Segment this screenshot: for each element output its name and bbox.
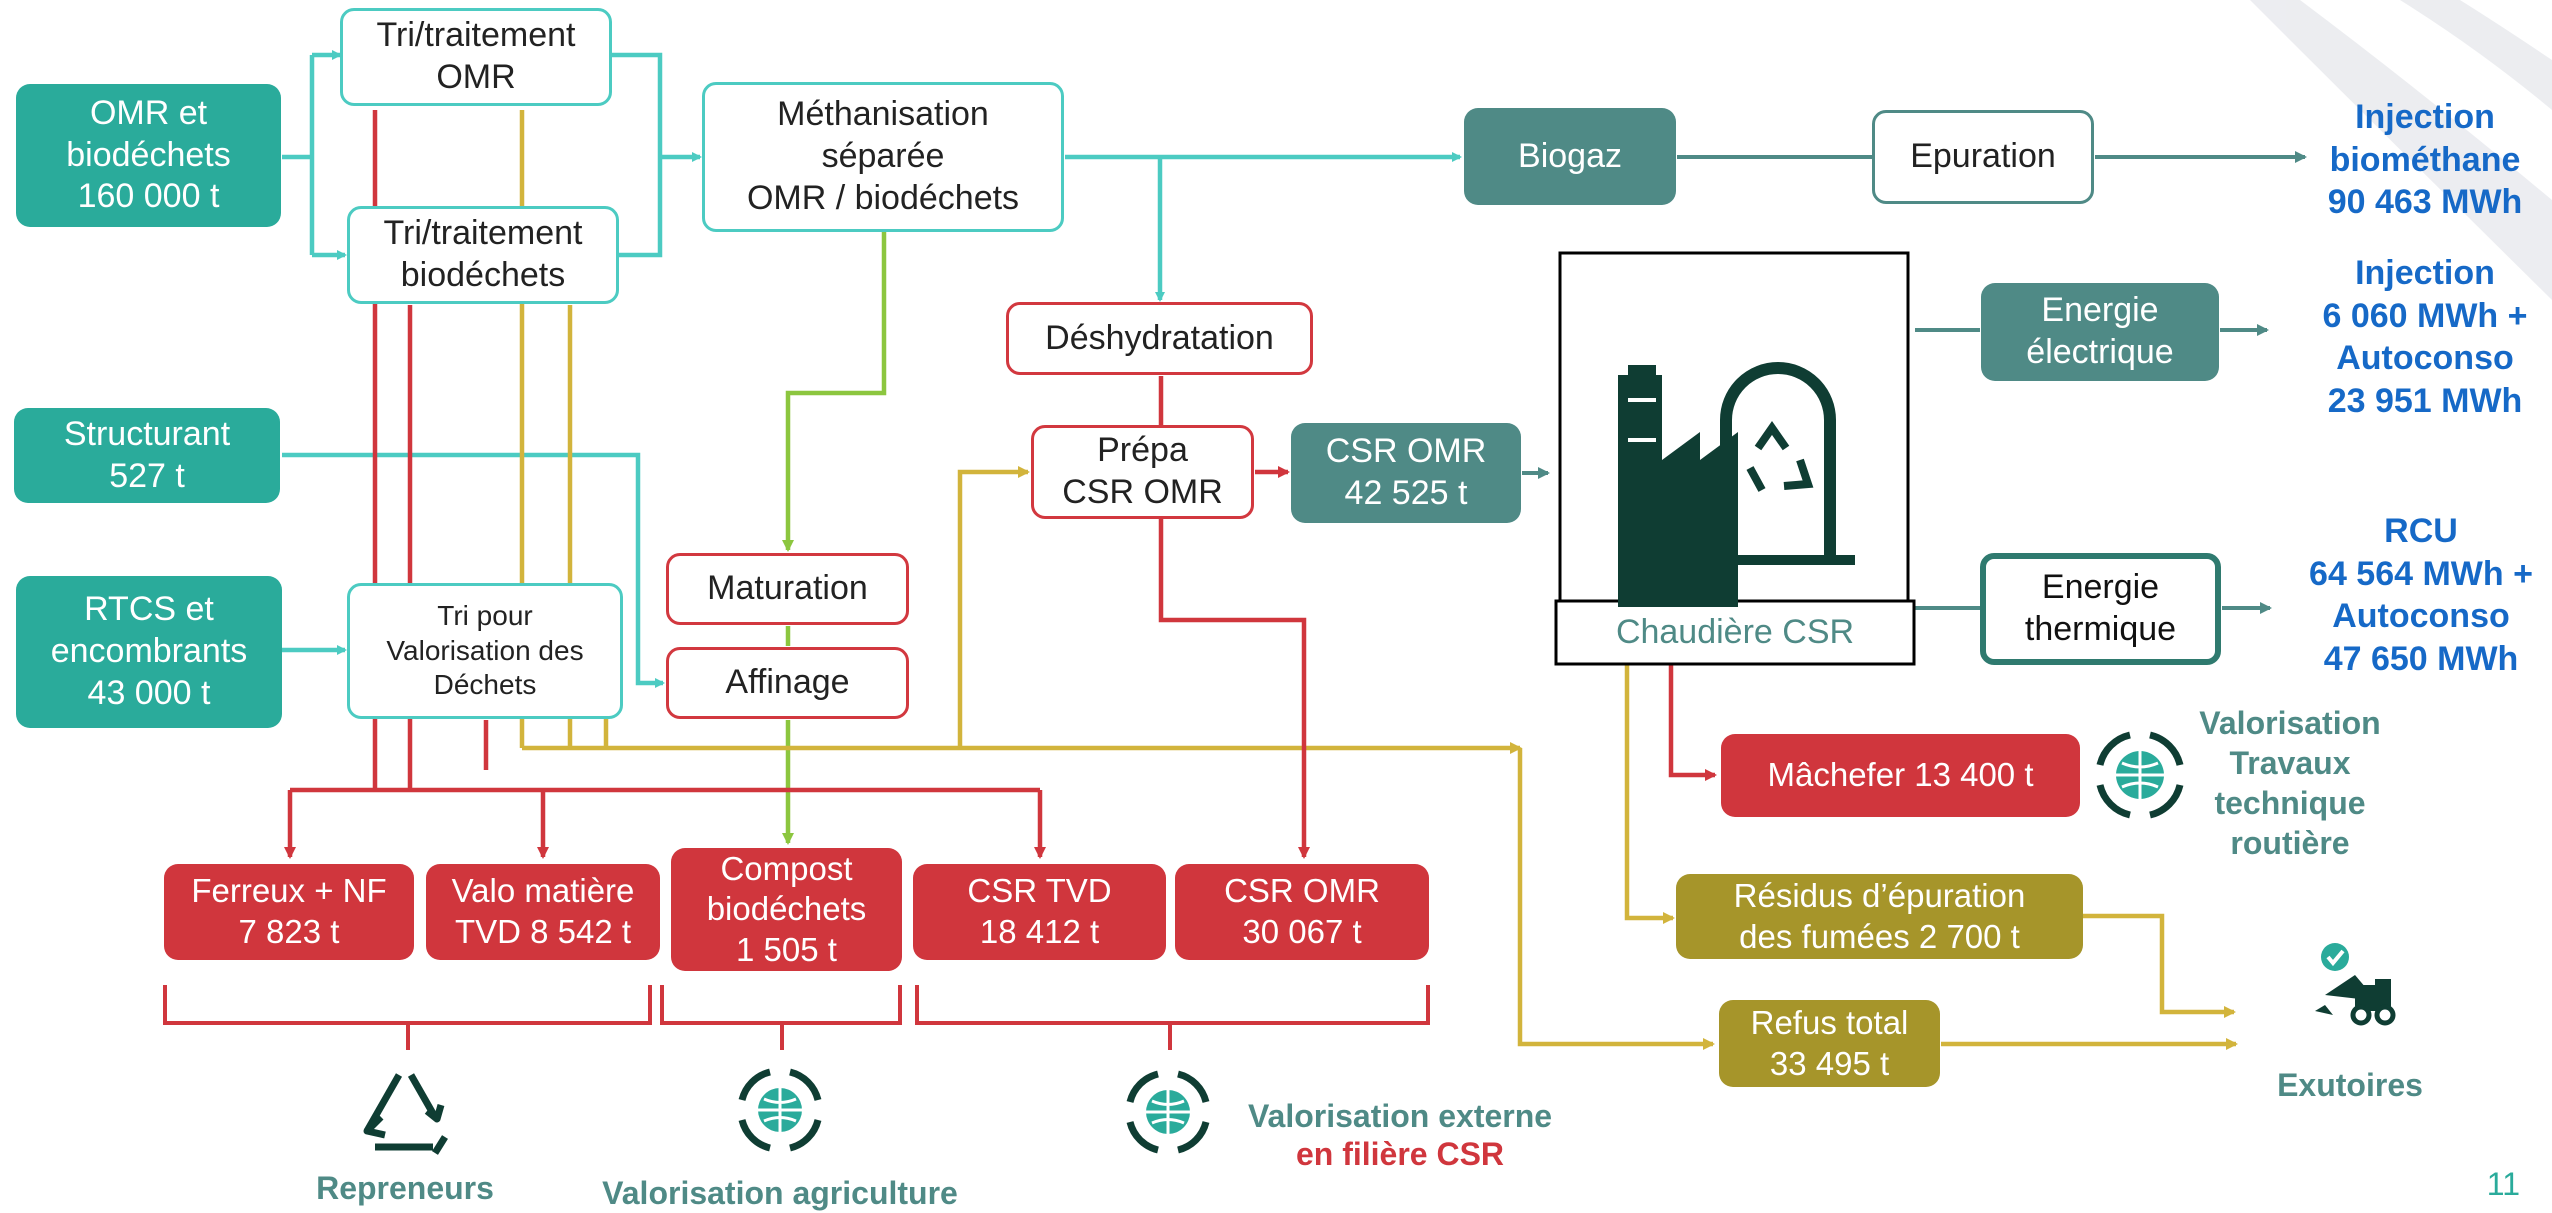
filiere-csr-label: en filière CSR [1295,1136,1505,1172]
deshydratation: Déshydratation [1006,302,1313,375]
recycle-icon [363,1073,448,1155]
csr-omr-intermediate: CSR OMR 42 525 t [1291,423,1521,523]
valorisation-agriculture-label: Valorisation agriculture [602,1175,958,1211]
exutoires-label: Exutoires [2277,1067,2423,1103]
epuration: Epuration [1872,110,2094,204]
structurant-source: Structurant 527 t [14,408,280,503]
injection-electricite: Injection 6 060 MWh + Autoconso 23 951 M… [2322,254,2528,420]
energie-electrique: Energie électrique [1981,283,2219,381]
methanisation: Méthanisation séparée OMR / biodéchets [702,82,1064,232]
csr-omr-output: CSR OMR 30 067 t [1175,864,1429,960]
page-number: 11 [2486,1166,2520,1202]
valo-matiere-tvd: Valo matière TVD 8 542 t [426,864,660,960]
omr-biodechets-source: OMR et biodéchets 160 000 t [16,84,281,227]
group-braces [163,985,1430,1050]
tri-traitement-omr: Tri/traitement OMR [340,8,612,106]
energie-thermique: Energie thermique [1980,553,2221,665]
rtcs-source: RTCS et encombrants 43 000 t [16,576,282,728]
tri-traitement-biodechets: Tri/traitement biodéchets [347,206,619,304]
truck-dump-icon [2315,943,2396,1026]
background-swoosh [2250,0,2552,300]
biogaz: Biogaz [1464,108,1676,205]
globe-recycle-icon-agriculture [738,1068,822,1152]
globe-recycle-icon-externe [1126,1070,1210,1154]
prepa-csr-omr: Prépa CSR OMR [1031,425,1254,519]
compost-biodechets: Compost biodéchets 1 505 t [671,848,902,971]
factory-recycle-icon [1618,362,1855,607]
residus-epuration: Résidus d’épuration des fumées 2 700 t [1676,874,2083,959]
valorisation-externe-label: Valorisation externe [1247,1098,1553,1134]
injection-biomethane: Injection biométhane 90 463 MWh [2327,98,2523,221]
ferreux-nf: Ferreux + NF 7 823 t [164,864,414,960]
maturation: Maturation [666,553,909,625]
refus-total: Refus total 33 495 t [1719,1000,1940,1087]
machefer: Mâchefer 13 400 t [1721,734,2080,817]
affinage: Affinage [666,647,909,719]
csr-tvd: CSR TVD 18 412 t [913,864,1166,960]
repreneurs-label: Repreneurs [316,1170,494,1206]
tri-valorisation-dechets: Tri pour Valorisation des Déchets [347,583,623,719]
rcu-thermique: RCU 64 564 MWh + Autoconso 47 650 MWh [2309,512,2533,678]
chaudiere-csr-label: Chaudière CSR [1615,613,1855,652]
valorisation-travaux-label: Valorisation Travaux technique routière [2199,705,2381,861]
globe-recycle-icon-machefer [2096,731,2184,819]
